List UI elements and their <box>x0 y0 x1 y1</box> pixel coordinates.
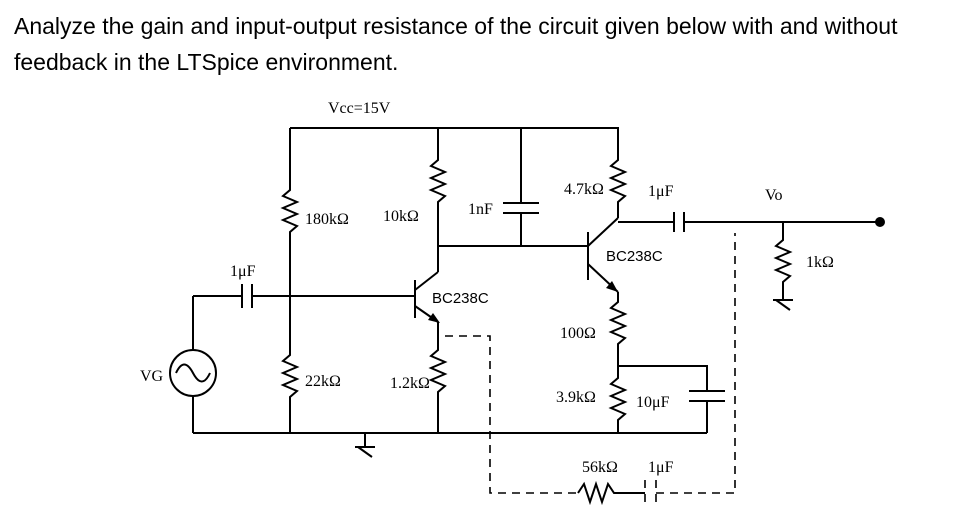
feedback-path <box>445 233 736 506</box>
resistor-22k <box>280 296 300 433</box>
label-r-load: 1kΩ <box>806 254 834 271</box>
ground-rail <box>193 432 707 458</box>
capacitor-10u <box>618 365 725 433</box>
label-r-1k2: 1.2kΩ <box>390 375 430 392</box>
capacitor-1n <box>503 128 539 246</box>
label-c-out: 1μF <box>648 183 674 200</box>
label-vg: VG <box>140 368 164 385</box>
label-r-10k: 10kΩ <box>383 208 419 225</box>
label-r-4k7: 4.7kΩ <box>564 181 604 198</box>
question-text: Analyze the gain and input-output resist… <box>14 13 898 75</box>
label-r-22k: 22kΩ <box>305 373 341 390</box>
label-q1: BC238C <box>432 290 489 307</box>
label-r-180k: 180kΩ <box>305 211 349 228</box>
resistor-100 <box>608 292 628 366</box>
resistor-load <box>773 222 793 311</box>
label-c-in: 1μF <box>230 263 256 280</box>
resistor-180k <box>280 128 300 296</box>
resistor-10k <box>428 128 448 272</box>
label-q2: BC238C <box>606 248 663 265</box>
capacitor-out <box>618 212 885 232</box>
transistor-q1 <box>414 271 440 323</box>
label-vcc: Vcc=15V <box>328 100 391 117</box>
transistor-q2 <box>587 217 619 293</box>
resistor-1k2 <box>428 322 448 433</box>
label-r-100: 100Ω <box>560 325 596 342</box>
resistor-4k7 <box>521 127 628 218</box>
label-r-3k9: 3.9kΩ <box>556 389 596 406</box>
input-section <box>169 284 415 433</box>
resistor-3k9 <box>608 366 628 433</box>
label-c-1n: 1nF <box>468 201 493 218</box>
label-c-10u: 10μF <box>636 394 670 411</box>
label-c-fb: 1μF <box>648 459 674 476</box>
label-r-56k: 56kΩ <box>582 459 618 476</box>
label-vo: Vo <box>765 187 783 204</box>
